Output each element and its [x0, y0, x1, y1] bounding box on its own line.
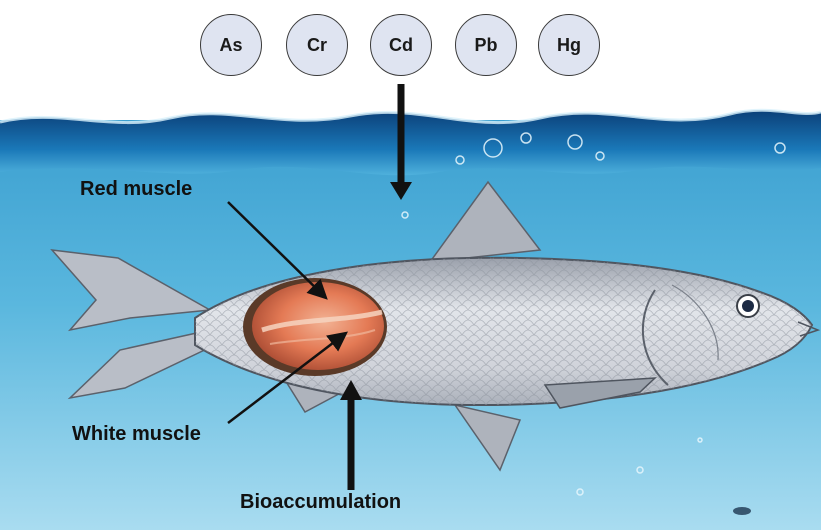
metal-cr: Cr: [286, 14, 348, 76]
metal-hg: Hg: [538, 14, 600, 76]
metal-cd: Cd: [370, 14, 432, 76]
metal-pb: Pb: [455, 14, 517, 76]
red-muscle-label: Red muscle: [80, 178, 192, 201]
metal-as: As: [200, 14, 262, 76]
bioaccumulation-label: Bioaccumulation: [240, 491, 401, 514]
white-muscle-label: White muscle: [72, 423, 201, 446]
